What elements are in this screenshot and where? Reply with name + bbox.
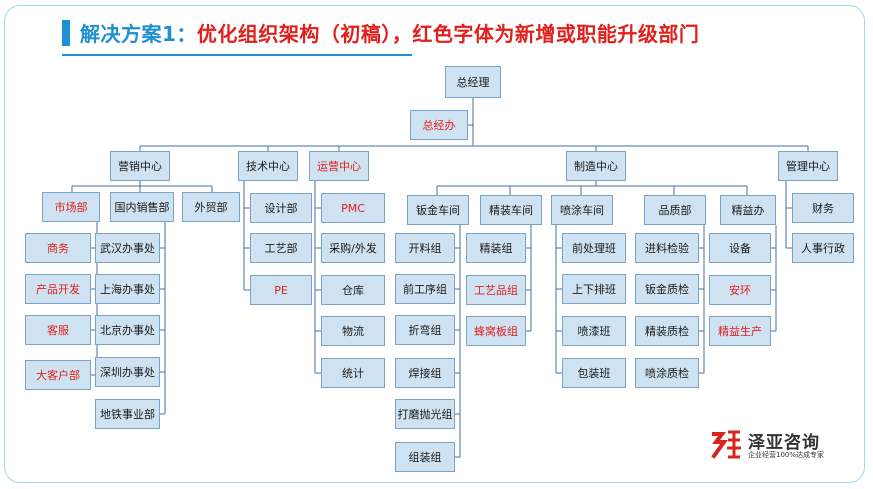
- org-box-quality-dept: 品质部: [644, 195, 706, 225]
- org-box-domestic-sales-dept: 国内销售部: [110, 192, 174, 222]
- org-box-ops-dept: PMC: [321, 193, 385, 223]
- logo-name: 泽亚咨询: [748, 433, 820, 453]
- org-box-quality-team: 进料检验: [635, 233, 699, 263]
- org-box-quality-team: 精装质检: [635, 316, 699, 346]
- org-box-sheet-metal-team: 开料组: [395, 233, 455, 263]
- org-box-market-sub: 商务: [25, 233, 91, 263]
- org-box-sheet-metal-team: 打磨抛光组: [395, 399, 455, 429]
- org-box-ops-dept: 物流: [321, 316, 385, 346]
- org-box-domestic-sub: 武汉办事处: [95, 233, 160, 263]
- org-box-sheet-metal-team: 折弯组: [395, 315, 455, 345]
- org-box-tech-center: 技术中心: [238, 151, 298, 181]
- org-box-domestic-sub: 地铁事业部: [95, 399, 160, 429]
- org-box-quality-team: 钣金质检: [635, 274, 699, 304]
- org-box-sheet-metal-team: 焊接组: [395, 358, 455, 388]
- org-box-paint-workshop: 喷涂车间: [551, 195, 613, 225]
- title-main: 优化组织架构（初稿），红色字体为新增或职能升级部门: [196, 22, 700, 46]
- org-box-paint-team: 包装班: [562, 358, 626, 388]
- org-box-sheet-metal-workshop: 钣金车间: [407, 195, 469, 225]
- org-box-market-sub: 客服: [25, 315, 91, 345]
- org-box-ceo-office: 总经办: [410, 110, 468, 140]
- org-box-market-dept: 市场部: [42, 192, 100, 222]
- org-box-domestic-sub: 北京办事处: [95, 315, 160, 345]
- org-box-tech-dept: 设计部: [250, 193, 312, 223]
- org-box-domestic-sub: 上海办事处: [95, 274, 160, 304]
- org-box-sheet-metal-team: 前工序组: [395, 274, 455, 304]
- org-box-lean-team: 设备: [709, 233, 771, 263]
- title-prefix: 解决方案1：: [80, 22, 197, 46]
- title-underline: [62, 54, 412, 56]
- title-accent-bar: [62, 20, 70, 46]
- org-box-ceo: 总经理: [445, 66, 501, 98]
- logo-mark-icon: [711, 430, 741, 459]
- org-box-market-sub: 产品开发: [25, 274, 91, 304]
- org-box-domestic-sub: 深圳办事处: [95, 357, 160, 387]
- org-box-paint-team: 前处理班: [562, 233, 626, 263]
- org-box-sheet-metal-team: 组装组: [395, 442, 455, 472]
- org-box-tech-dept: 工艺部: [250, 233, 312, 263]
- org-box-tech-dept: PE: [250, 275, 312, 305]
- org-box-assembly-team: 精装组: [466, 233, 526, 263]
- slide-title: 解决方案1：优化组织架构（初稿），红色字体为新增或职能升级部门: [80, 18, 699, 47]
- slide-frame: [4, 5, 865, 483]
- org-box-lean-team: 安环: [709, 275, 771, 305]
- org-box-ops-center: 运营中心: [309, 151, 369, 181]
- org-box-assembly-team: 蜂窝板组: [466, 316, 526, 346]
- org-box-mgmt-center: 管理中心: [778, 151, 838, 181]
- org-box-market-sub: 大客户部: [25, 360, 91, 390]
- org-box-mgmt-dept: 财务: [792, 193, 854, 223]
- company-logo: 泽亚咨询 企业经营100%达成专家: [710, 428, 840, 464]
- org-box-ops-dept: 统计: [321, 358, 385, 388]
- org-box-mfg-center: 制造中心: [566, 151, 626, 181]
- logo-tagline: 企业经营100%达成专家: [748, 451, 825, 459]
- org-box-ops-dept: 采购/外发: [321, 233, 385, 263]
- org-box-assembly-workshop: 精装车间: [480, 195, 542, 225]
- org-box-ops-dept: 仓库: [321, 275, 385, 305]
- org-box-quality-team: 喷涂质检: [635, 358, 699, 388]
- org-box-assembly-team: 工艺品组: [466, 275, 526, 305]
- org-box-sales-center: 营销中心: [110, 151, 170, 181]
- org-box-foreign-trade-dept: 外贸部: [182, 192, 240, 222]
- org-box-mgmt-dept: 人事行政: [792, 233, 854, 263]
- org-box-paint-team: 喷漆班: [562, 316, 626, 346]
- org-box-paint-team: 上下排班: [562, 274, 626, 304]
- org-box-lean-office: 精益办: [720, 195, 776, 225]
- org-box-lean-team: 精益生产: [709, 316, 771, 346]
